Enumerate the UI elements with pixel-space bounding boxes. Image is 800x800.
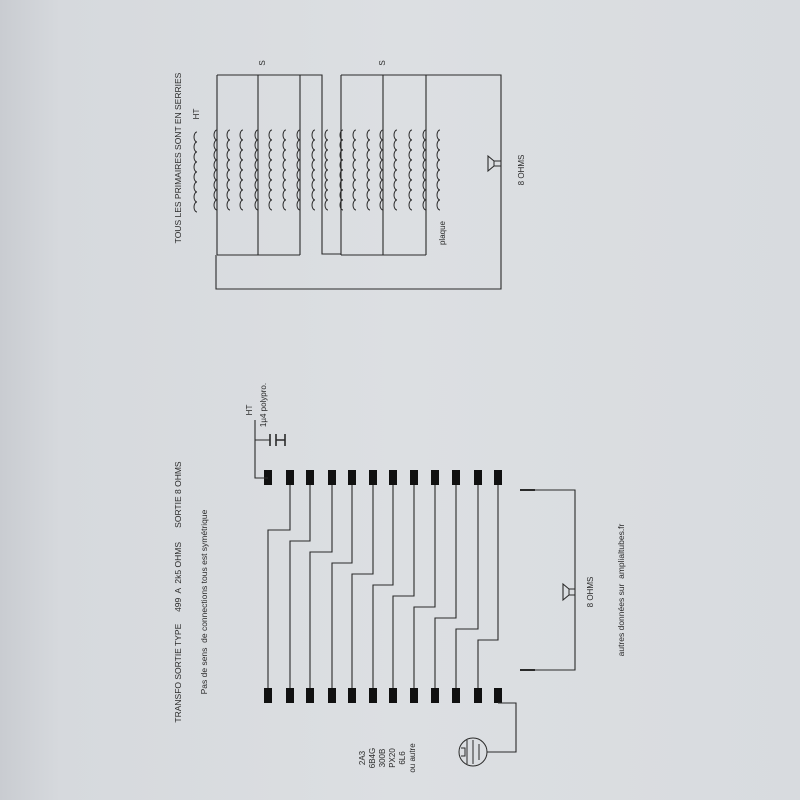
primary-coil-ht	[193, 131, 198, 213]
winding-coil	[366, 129, 371, 211]
terminal-pad-top	[389, 470, 397, 485]
terminal-pad-bottom	[328, 688, 336, 703]
terminal-pad-bottom	[369, 688, 377, 703]
terminal-pad-bottom	[494, 688, 502, 703]
winding-coil	[436, 129, 441, 211]
winding-coil	[324, 129, 329, 211]
winding-coil	[352, 129, 357, 211]
bottom-ht-label: HT	[245, 404, 254, 416]
winding-coil	[311, 129, 316, 211]
winding-coil	[282, 129, 287, 211]
tube-type: 6B4G	[368, 747, 377, 769]
top-ht-label: HT	[192, 108, 201, 120]
terminal-pad-bottom	[348, 688, 356, 703]
bottom-speaker-icon	[568, 588, 576, 596]
winding-link-wire	[392, 485, 415, 688]
bottom-speaker-cone	[562, 582, 570, 602]
top-diagram-title: TOUS LES PRIMAIRES SONT EN SERRIES	[172, 72, 183, 244]
winding-coil	[239, 129, 244, 211]
top-speaker-label: 8 OHMS	[517, 154, 526, 186]
top-s-label-1: S	[258, 60, 267, 66]
winding-link-wire	[455, 485, 479, 688]
winding-link-wire	[267, 485, 291, 688]
terminal-pad-bottom	[264, 688, 272, 703]
terminal-pad-top	[286, 470, 294, 485]
plaque-label: plaque	[438, 220, 447, 246]
winding-coil	[226, 129, 231, 211]
terminal-pad-top	[410, 470, 418, 485]
terminal-pad-bottom	[474, 688, 482, 703]
bottom-speaker-label: 8 OHMS	[586, 576, 595, 608]
terminal-pad-top	[452, 470, 460, 485]
ht-wire	[254, 420, 270, 479]
speaker-wire	[535, 489, 576, 671]
terminal-pad-bottom	[431, 688, 439, 703]
bottom-diagram-subtitle: Pas de sens de connections tous est symé…	[198, 509, 209, 695]
terminal-pad-top	[494, 470, 502, 485]
terminal-pad-top	[369, 470, 377, 485]
capacitor-label: 1µ4 polypro.	[259, 382, 268, 428]
terminal-pad-bottom	[452, 688, 460, 703]
top-speaker-icon	[493, 160, 502, 167]
tube-anode-wire	[487, 702, 517, 753]
terminal-pad-top	[348, 470, 356, 485]
winding-link-wire	[309, 485, 333, 688]
outer-loop-wire	[215, 74, 502, 290]
bottom-diagram-title: TRANSFO SORTIE TYPE 499 A 2k5 OHMS SORTI…	[172, 461, 183, 723]
winding-link-wire	[351, 485, 374, 688]
winding-link-wire	[372, 485, 394, 688]
top-speaker-cone	[487, 154, 495, 173]
terminal-pad-bottom	[286, 688, 294, 703]
terminal-pad-top	[306, 470, 314, 485]
tube-electrodes	[461, 740, 480, 764]
tube-type: 6L6	[398, 751, 407, 765]
terminal-pad-top	[328, 470, 336, 485]
winding-link-wire	[331, 485, 353, 688]
winding-coil	[393, 129, 398, 211]
winding-coil	[268, 129, 273, 211]
footer-note: autres données sur amplialtubes.fr	[615, 523, 626, 657]
tube-type: 2A3	[358, 750, 367, 766]
winding-link-wire	[289, 485, 311, 688]
top-s-label-2: S	[378, 60, 387, 66]
capacitor-icon	[269, 434, 286, 446]
winding-link-wire	[434, 485, 457, 688]
winding-link-wire	[413, 485, 436, 688]
terminal-pad-top	[431, 470, 439, 485]
terminal-pad-bottom	[306, 688, 314, 703]
top-connector-wire	[217, 74, 341, 255]
tube-icon	[458, 737, 488, 767]
tube-type: ou autre	[408, 743, 417, 773]
output-leads	[520, 489, 535, 671]
winding-link-wire	[477, 485, 499, 688]
terminal-pad-bottom	[410, 688, 418, 703]
terminal-pad-bottom	[389, 688, 397, 703]
terminal-pad-top	[474, 470, 482, 485]
tube-type: PX20	[388, 748, 397, 768]
winding-coil	[408, 129, 413, 211]
tube-type: 300B	[378, 748, 387, 768]
